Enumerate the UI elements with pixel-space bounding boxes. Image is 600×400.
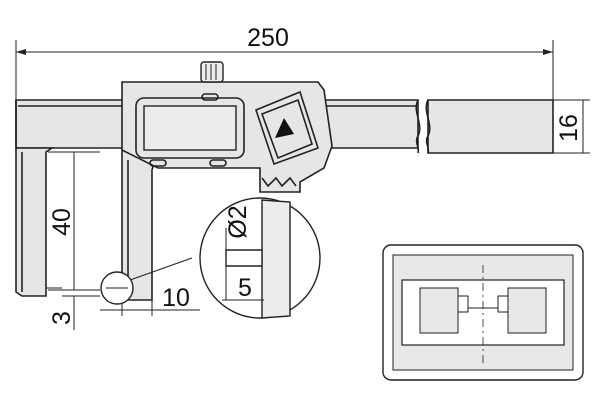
digital-head <box>121 61 333 193</box>
jaw-depth-label: 40 <box>48 208 76 236</box>
inset-block-left <box>419 287 459 334</box>
beam-break-left <box>415 99 421 154</box>
jaw-offset-dimension: 10 <box>100 284 200 316</box>
hold-panel <box>255 90 319 166</box>
tip-height-label: 3 <box>48 311 76 325</box>
jaw-offset-label: 10 <box>162 284 190 312</box>
beam-break-right <box>425 99 431 154</box>
head-teeth <box>261 176 297 188</box>
pin-diameter-label: Ø2 <box>224 205 252 238</box>
display-frame <box>135 97 245 159</box>
fixed-jaw <box>15 100 62 297</box>
detail-magnified: Ø2 5 <box>199 197 321 319</box>
pin-length-label: 5 <box>238 274 252 302</box>
length-dimension: 250 <box>15 24 554 100</box>
magnified-jaw <box>261 199 291 319</box>
inset-pin-right <box>497 295 509 313</box>
total-length-label: 250 <box>247 24 289 52</box>
triangle-up-icon[interactable] <box>275 118 294 138</box>
inset-block-right <box>507 287 547 334</box>
arrow-left-icon <box>16 49 26 55</box>
beam-body-right <box>427 99 554 154</box>
beam-height-dimension: 16 <box>553 99 590 154</box>
button-bottom-left[interactable] <box>149 159 167 167</box>
detail-callout <box>100 257 193 305</box>
button-top[interactable] <box>201 93 219 101</box>
inset-pin-left <box>457 295 469 313</box>
magnified-pin <box>225 249 263 267</box>
inset-diagram <box>382 244 584 381</box>
jaw-depth-dimension: 40 <box>48 151 100 291</box>
beam-height-label: 16 <box>555 114 583 142</box>
callout-leader-line <box>129 257 193 281</box>
arrow-right-icon <box>543 49 553 55</box>
knurled-wheel-icon[interactable] <box>200 61 224 83</box>
lcd-display <box>143 105 237 151</box>
hold-panel-inner <box>260 98 313 160</box>
fixed-jaw-body <box>15 100 55 297</box>
button-bottom-right[interactable] <box>209 159 227 167</box>
tip-height-dimension: 3 <box>48 295 100 330</box>
